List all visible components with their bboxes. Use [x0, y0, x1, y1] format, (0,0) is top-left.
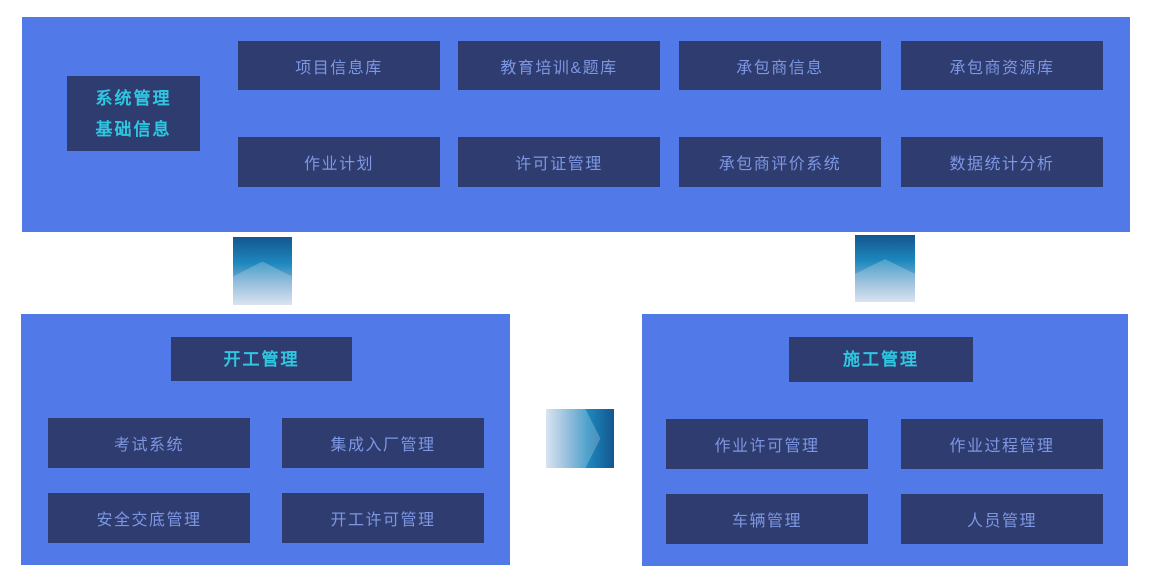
module-label: 开工许可管理 [330, 512, 436, 529]
module-box-start-work-permit-management: 开工许可管理 [282, 493, 484, 543]
module-box-vehicle-management: 车辆管理 [666, 494, 868, 544]
module-label: 安全交底管理 [96, 512, 202, 529]
module-box-license-management: 许可证管理 [458, 137, 660, 187]
chevron-shape [233, 261, 292, 305]
module-label: 作业过程管理 [949, 438, 1055, 455]
module-label: 作业计划 [303, 156, 374, 173]
module-label: 考试系统 [113, 437, 184, 454]
module-box-exam-system: 考试系统 [48, 418, 250, 468]
module-label: 承包商资源库 [949, 59, 1055, 77]
system-management-panel: 系统管理 基础信息 项目信息库 教育培训&题库 承包商信息 承包商资源库 作业计… [22, 17, 1130, 232]
system-management-header-line1: 系统管理 [95, 88, 172, 108]
module-label: 承包商评价系统 [718, 156, 842, 173]
chevron-shape [546, 409, 601, 468]
chevron-shape [855, 259, 915, 302]
module-box-integrated-entry-management: 集成入厂管理 [282, 418, 484, 468]
module-box-project-info-library: 项目信息库 [238, 41, 440, 90]
module-label: 承包商信息 [736, 59, 824, 77]
arrow-down-connector-right-icon [855, 235, 915, 302]
module-label: 许可证管理 [515, 156, 603, 173]
module-label: 人员管理 [966, 513, 1037, 530]
construction-panel: 施工管理 作业许可管理 作业过程管理 车辆管理 人员管理 [642, 314, 1128, 566]
module-label: 车辆管理 [731, 513, 802, 530]
module-box-safety-briefing-management: 安全交底管理 [48, 493, 250, 543]
construction-header-box: 施工管理 [789, 337, 973, 382]
module-box-work-process-management: 作业过程管理 [901, 419, 1103, 469]
module-box-personnel-management: 人员管理 [901, 494, 1103, 544]
module-label: 教育培训&题库 [500, 59, 618, 77]
module-label: 数据统计分析 [949, 156, 1055, 173]
module-box-work-plan: 作业计划 [238, 137, 440, 187]
start-work-header-label: 开工管理 [223, 349, 300, 369]
module-box-contractor-info: 承包商信息 [679, 41, 881, 90]
system-management-header-line2: 基础信息 [95, 119, 172, 139]
module-box-education-training-question-bank: 教育培训&题库 [458, 41, 660, 90]
module-label: 项目信息库 [295, 59, 383, 77]
module-box-contractor-evaluation-system: 承包商评价系统 [679, 137, 881, 187]
start-work-header-box: 开工管理 [171, 337, 352, 381]
module-label: 集成入厂管理 [330, 437, 436, 454]
module-box-contractor-resource-library: 承包商资源库 [901, 41, 1103, 90]
start-work-panel: 开工管理 考试系统 集成入厂管理 安全交底管理 开工许可管理 [21, 314, 510, 565]
module-box-data-statistics-analysis: 数据统计分析 [901, 137, 1103, 187]
module-box-work-permit-management: 作业许可管理 [666, 419, 868, 469]
arrow-right-connector-icon [546, 409, 614, 468]
arrow-down-connector-left-icon [233, 237, 292, 305]
system-management-header-box: 系统管理 基础信息 [67, 76, 200, 151]
construction-header-label: 施工管理 [843, 350, 919, 369]
module-label: 作业许可管理 [714, 438, 820, 455]
